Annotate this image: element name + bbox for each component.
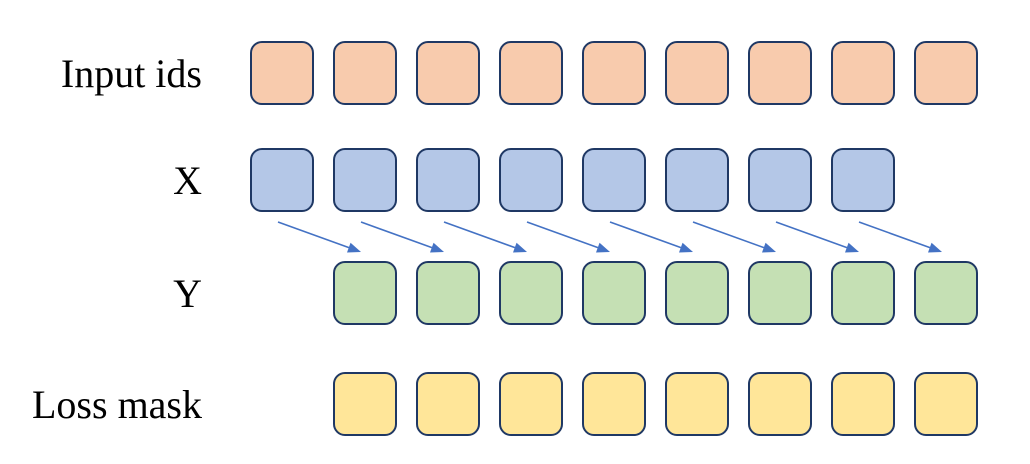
row-boxes-input-ids bbox=[250, 41, 1030, 106]
token-box-loss-mask bbox=[416, 372, 480, 436]
shift-arrow-head-icon bbox=[596, 242, 610, 253]
row-label-input-ids: Input ids bbox=[60, 51, 202, 96]
token-box-y bbox=[582, 261, 646, 325]
token-box-x bbox=[250, 148, 314, 212]
shift-arrow-head-icon bbox=[430, 242, 444, 253]
shift-arrow bbox=[443, 221, 527, 253]
token-box-y bbox=[748, 261, 812, 325]
token-box-input-ids bbox=[250, 41, 314, 105]
token-box-loss-mask bbox=[665, 372, 729, 436]
token-box-input-ids bbox=[416, 41, 480, 105]
token-box-loss-mask bbox=[914, 372, 978, 436]
token-box-input-ids bbox=[748, 41, 812, 105]
token-box-x bbox=[416, 148, 480, 212]
token-box-y bbox=[914, 261, 978, 325]
shift-arrow-line bbox=[609, 221, 683, 250]
row-boxes-loss-mask bbox=[250, 372, 1030, 437]
token-box-loss-mask bbox=[333, 372, 397, 436]
row-boxes-y bbox=[250, 261, 1030, 326]
token-box-x bbox=[665, 148, 729, 212]
shift-arrow-head-icon bbox=[347, 242, 361, 253]
shift-arrow bbox=[692, 221, 776, 253]
token-box-loss-mask bbox=[499, 372, 563, 436]
shift-arrow bbox=[360, 221, 444, 253]
shift-arrow-line bbox=[277, 221, 351, 250]
row-boxes-x bbox=[250, 148, 1030, 213]
shift-arrow bbox=[526, 221, 610, 253]
token-box-loss-mask bbox=[748, 372, 812, 436]
shift-arrow-line bbox=[858, 221, 932, 250]
token-box-input-ids bbox=[582, 41, 646, 105]
token-box-y bbox=[416, 261, 480, 325]
shift-arrow-line bbox=[775, 221, 849, 250]
token-box-input-ids bbox=[499, 41, 563, 105]
token-box-input-ids bbox=[831, 41, 895, 105]
shift-arrow-line bbox=[360, 221, 434, 250]
token-box-loss-mask bbox=[831, 372, 895, 436]
row-label-x: X bbox=[173, 158, 202, 203]
shift-arrow bbox=[277, 221, 361, 253]
shift-arrow bbox=[775, 221, 859, 253]
shift-arrow-head-icon bbox=[928, 242, 942, 253]
token-box-x bbox=[333, 148, 397, 212]
row-label-y: Y bbox=[173, 271, 202, 316]
token-box-x bbox=[582, 148, 646, 212]
token-box-y bbox=[665, 261, 729, 325]
token-box-y bbox=[831, 261, 895, 325]
token-box-x bbox=[748, 148, 812, 212]
token-box-x bbox=[499, 148, 563, 212]
token-box-input-ids bbox=[665, 41, 729, 105]
row-label-loss-mask: Loss mask bbox=[32, 382, 202, 427]
token-box-input-ids bbox=[333, 41, 397, 105]
token-box-x bbox=[831, 148, 895, 212]
shift-arrow-head-icon bbox=[762, 242, 776, 253]
shift-arrow-head-icon bbox=[513, 242, 527, 253]
token-box-y bbox=[499, 261, 563, 325]
shift-arrow-line bbox=[526, 221, 600, 250]
token-box-y bbox=[333, 261, 397, 325]
shift-arrow-line bbox=[443, 221, 517, 250]
shift-arrow-line bbox=[692, 221, 766, 250]
shift-arrow-head-icon bbox=[679, 242, 693, 253]
shift-arrow bbox=[609, 221, 693, 253]
shift-arrow-head-icon bbox=[845, 242, 859, 253]
token-box-input-ids bbox=[914, 41, 978, 105]
shift-arrow bbox=[858, 221, 942, 253]
token-box-loss-mask bbox=[582, 372, 646, 436]
